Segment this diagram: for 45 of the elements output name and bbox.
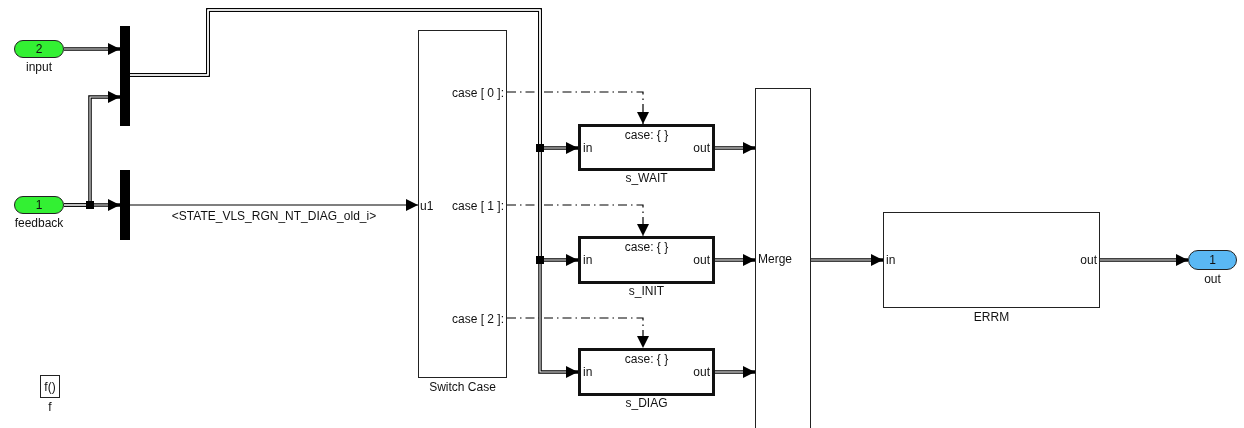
block-name: s_WAIT xyxy=(625,171,668,185)
block-name: out xyxy=(1204,272,1221,286)
block-name: feedback xyxy=(14,216,64,230)
port-label: case [ 0 ]: xyxy=(451,86,504,100)
port-label: out xyxy=(1080,253,1097,267)
signal-arrow xyxy=(715,254,755,266)
signal-arrow xyxy=(129,199,419,211)
case-label: case: { } xyxy=(623,352,670,366)
function-label: f() xyxy=(43,379,57,394)
control-arrow xyxy=(506,317,649,349)
bus-bar xyxy=(120,170,130,240)
signal-arrow xyxy=(1100,254,1188,266)
port-label: out xyxy=(693,253,710,267)
signal-arrow xyxy=(64,199,120,211)
port-label: in xyxy=(886,253,896,267)
edge-label: <STATE_VLS_RGN_NT_DIAG_old_i> xyxy=(170,209,378,223)
block-label: Merge xyxy=(758,251,792,266)
port-label: in xyxy=(583,365,593,379)
port-label: case [ 1 ]: xyxy=(451,199,504,213)
port-label: u1 xyxy=(420,199,434,213)
signal-arrow xyxy=(811,254,883,266)
port-number: 2 xyxy=(34,42,44,56)
port-label: in xyxy=(583,253,593,267)
merge-block xyxy=(755,88,811,428)
port-number: 1 xyxy=(34,198,44,212)
control-arrow xyxy=(506,204,649,237)
block-name: ERRM xyxy=(973,310,1010,324)
port-label: out xyxy=(693,365,710,379)
signal-arrow xyxy=(715,142,755,154)
block-name: input xyxy=(26,60,52,74)
block-name: s_DIAG xyxy=(625,396,668,410)
case-label: case: { } xyxy=(623,240,670,254)
control-arrow xyxy=(506,91,649,125)
block-name: f xyxy=(48,400,52,414)
port-label: in xyxy=(583,140,593,155)
port-label: out xyxy=(693,140,710,155)
port-number: 1 xyxy=(1208,253,1217,267)
signal-arrow xyxy=(130,8,578,378)
port-label: case [ 2 ]: xyxy=(451,312,504,326)
bus-bar xyxy=(120,26,130,126)
case-label: case: { } xyxy=(623,128,670,142)
signal-arrow xyxy=(715,366,755,378)
block-name: s_INIT xyxy=(628,284,665,298)
signal-arrow xyxy=(64,43,120,55)
block-name: Switch Case xyxy=(429,380,496,394)
